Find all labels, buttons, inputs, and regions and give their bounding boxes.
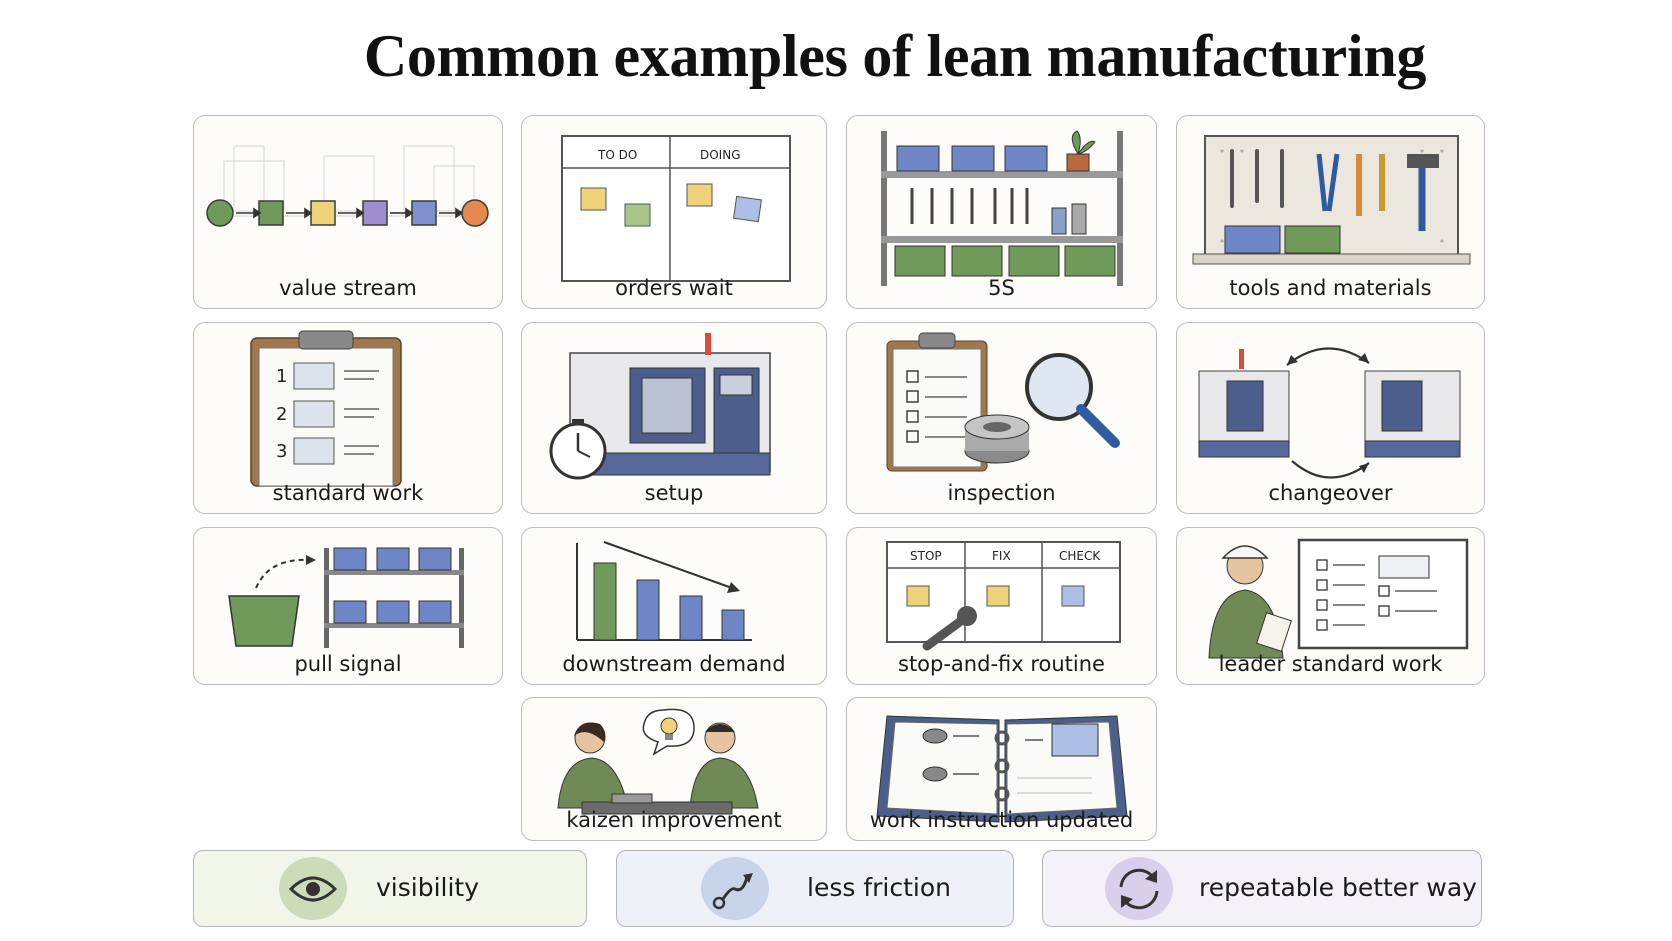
card-label: inspection <box>947 481 1056 505</box>
step-number: 1 <box>276 366 287 387</box>
stop-column-header: STOP <box>910 549 942 563</box>
card-label: 5S <box>988 276 1015 300</box>
plant-icon <box>1071 130 1096 155</box>
empty-bin-icon <box>228 595 300 647</box>
card-setup: setup <box>521 322 827 514</box>
card-label: setup <box>644 481 704 505</box>
clipboard-checklist-illustration: 1 2 3 <box>250 330 402 487</box>
value-stream-illustration <box>206 145 489 227</box>
swap-arrow-icon <box>1286 347 1370 366</box>
outcome-visibility: visibility <box>193 850 587 927</box>
status-light-icon <box>705 333 711 355</box>
inspection-illustration <box>886 332 1120 472</box>
stop-fix-board-illustration: STOP FIX CHECK <box>886 541 1121 651</box>
kaizen-team-illustration <box>557 708 759 815</box>
card-label: kaizen improvement <box>566 808 782 832</box>
card-changeover: changeover <box>1176 322 1485 514</box>
outcome-label: repeatable better way <box>1199 873 1477 902</box>
repeat-cycle-icon <box>1105 857 1173 920</box>
pliers-icon <box>1316 153 1340 212</box>
step-number: 2 <box>276 404 287 425</box>
cnc-machine-stopwatch-illustration <box>549 333 771 480</box>
card-label: standard work <box>272 481 424 505</box>
card-label: downstream demand <box>562 652 786 676</box>
card-label: tools and materials <box>1229 276 1432 300</box>
leader-at-board-illustration <box>1208 538 1469 659</box>
lightbulb-icon <box>660 717 678 735</box>
doing-column-header: DOING <box>700 148 741 162</box>
card-inspection: inspection <box>846 322 1157 514</box>
card-work-instruction: work instruction updated <box>846 697 1157 841</box>
magnifier-icon <box>1025 353 1093 421</box>
outcome-label: less friction <box>807 873 951 902</box>
card-leader-standard-work: leader standard work <box>1176 527 1485 685</box>
card-kaizen: kaizen improvement <box>521 697 827 841</box>
card-label: changeover <box>1268 481 1393 505</box>
card-label: leader standard work <box>1218 652 1443 676</box>
check-column-header: CHECK <box>1059 549 1101 563</box>
card-downstream-demand: downstream demand <box>521 527 827 685</box>
page-title: Common examples of lean manufacturing <box>363 23 1427 89</box>
outcome-label: visibility <box>376 873 480 902</box>
clip-icon <box>298 330 354 350</box>
card-label: value stream <box>279 276 417 300</box>
card-stop-fix: STOP FIX CHECK stop-and-fix routine <box>846 527 1157 685</box>
changeover-illustration <box>1198 347 1461 479</box>
outcome-repeatable: repeatable better way <box>1042 850 1482 927</box>
outcome-less-friction: less friction <box>616 850 1014 927</box>
open-binder-illustration <box>876 715 1128 823</box>
card-5s: 5S <box>846 115 1157 309</box>
end-circle-icon <box>461 199 489 227</box>
card-label: orders wait <box>615 276 733 300</box>
card-orders-wait: TO DO DOING orders wait <box>521 115 827 309</box>
pegboard-illustration <box>1192 135 1471 265</box>
trend-arrow-icon <box>727 582 740 593</box>
card-pull-signal: pull signal <box>193 527 503 685</box>
todo-column-header: TO DO <box>597 148 637 162</box>
card-label: work instruction updated <box>869 808 1134 832</box>
start-circle-icon <box>206 199 234 227</box>
clipboard-icon <box>1256 612 1292 652</box>
updated-diagram-icon <box>1051 723 1099 757</box>
smooth-path-icon <box>701 857 769 920</box>
5s-shelf-illustration <box>881 130 1123 286</box>
step-number: 3 <box>276 441 287 462</box>
pull-signal-illustration <box>228 547 464 648</box>
kanban-board-illustration: TO DO DOING <box>561 135 791 282</box>
wrench-icon <box>922 613 970 651</box>
declining-bar-chart-illustration <box>576 541 752 641</box>
card-standard-work: 1 2 3 standard work <box>193 322 503 514</box>
fix-column-header: FIX <box>992 549 1011 563</box>
card-tools-materials: tools and materials <box>1176 115 1485 309</box>
card-label: pull signal <box>294 652 402 676</box>
card-value-stream: value stream <box>193 115 503 309</box>
card-label: stop-and-fix routine <box>898 652 1105 676</box>
eye-icon <box>279 857 347 920</box>
hard-hat-icon <box>1221 545 1269 559</box>
